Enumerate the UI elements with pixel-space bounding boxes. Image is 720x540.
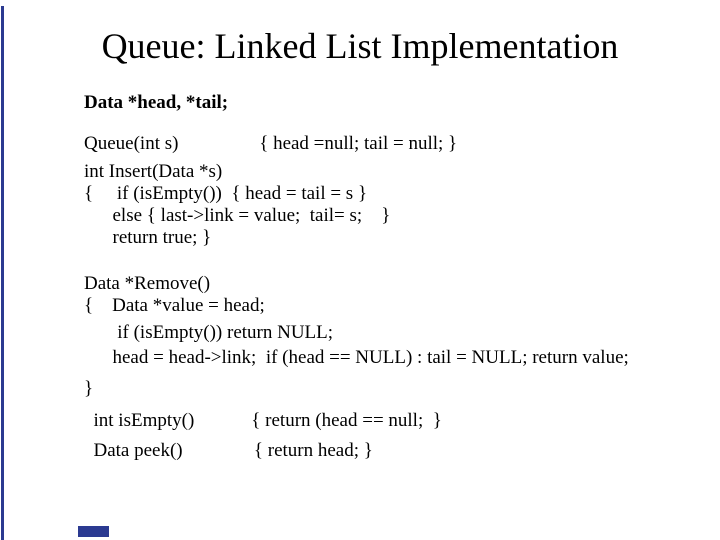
code-line-remove-if: if (isEmpty()) return NULL; xyxy=(84,322,334,343)
code-line-remove-value: { Data *value = head; xyxy=(84,295,265,316)
code-line-peek: Data peek() { return head; } xyxy=(84,440,373,461)
code-line-remove-close: } xyxy=(84,378,94,399)
code-block: Data *head, *tail; Queue(int s) { head =… xyxy=(84,92,716,462)
code-line-isempty: int isEmpty() { return (head == null; } xyxy=(84,410,442,431)
code-line-insert-if: { if (isEmpty()) { head = tail = s } xyxy=(84,183,368,204)
code-line-remove-body: head = head->link; if (head == NULL) : t… xyxy=(84,347,629,368)
code-line-insert-else: else { last->link = value; tail= s; } xyxy=(84,205,391,226)
left-border-decoration xyxy=(1,6,4,540)
code-line-queue-constructor: Queue(int s) { head =null; tail = null; … xyxy=(84,133,458,154)
code-line-insert-signature: int Insert(Data *s) xyxy=(84,161,223,182)
code-line-remove-signature: Data *Remove() xyxy=(84,273,211,294)
code-line-insert-return: return true; } xyxy=(84,227,212,248)
code-line-declaration: Data *head, *tail; xyxy=(84,92,229,113)
footer-decoration xyxy=(78,526,109,537)
slide-title: Queue: Linked List Implementation xyxy=(101,26,619,66)
